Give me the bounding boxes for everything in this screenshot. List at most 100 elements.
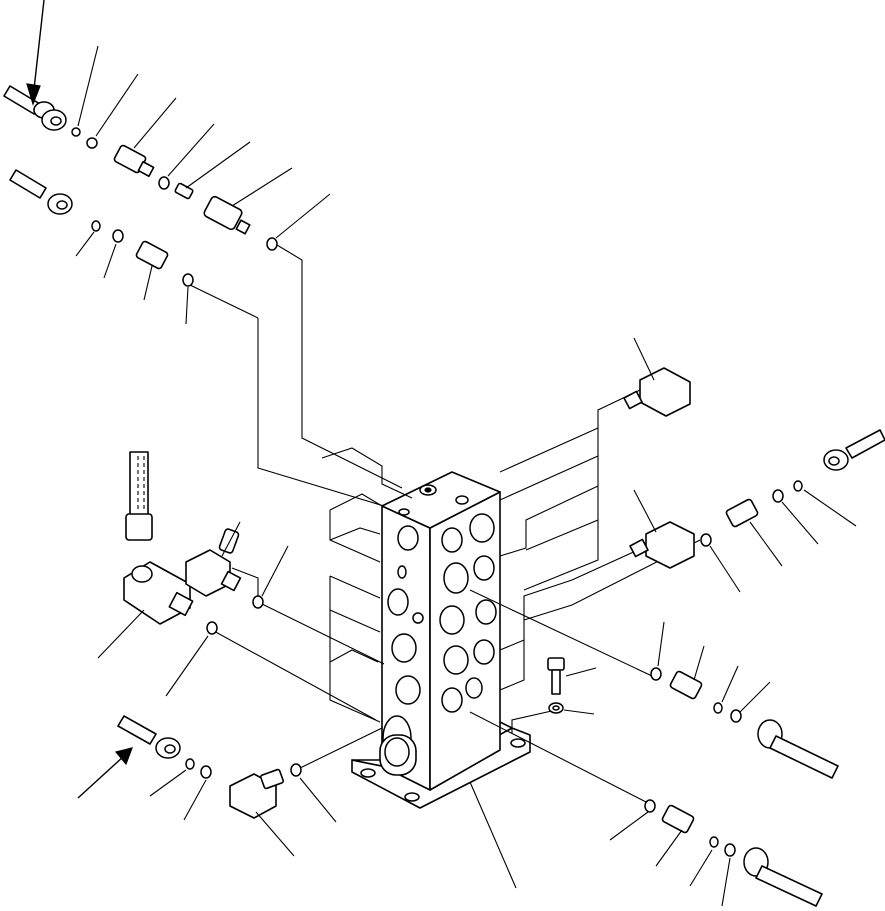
leader-line [499, 427, 599, 473]
tube-nut [125, 513, 153, 541]
leader-line [261, 545, 289, 597]
top-port [455, 495, 469, 505]
left-mid-parts [123, 451, 264, 635]
leader-line [165, 635, 209, 697]
hose [117, 715, 157, 745]
leader-line [189, 284, 259, 319]
o-ring [724, 843, 736, 857]
fitting-bore [828, 456, 840, 466]
port [443, 562, 469, 594]
switch-thread [137, 160, 155, 178]
o-ring [112, 229, 124, 243]
leader-line [275, 193, 331, 239]
leader-line [231, 167, 293, 207]
leader-line [167, 123, 215, 177]
leader-line [709, 545, 741, 593]
o-ring [206, 621, 218, 635]
o-ring [700, 533, 712, 547]
right-face-ports [439, 513, 497, 713]
mount-hole [360, 768, 376, 778]
leader-line [523, 389, 641, 591]
leader-line [803, 489, 857, 527]
leader-line [693, 645, 705, 681]
arrow-shaft [32, 0, 45, 99]
washer-hole [552, 705, 560, 711]
valve-block [351, 471, 531, 809]
leaders-top-left [75, 45, 331, 325]
block-top-face [381, 471, 501, 529]
leader-line [149, 769, 187, 797]
pressure-switch [725, 498, 759, 528]
leader-line [469, 589, 653, 677]
leader-line [749, 521, 783, 567]
port [439, 605, 465, 635]
hose [769, 735, 839, 779]
o-ring [730, 709, 742, 723]
cartridge-thread [235, 219, 251, 235]
leader-line [295, 727, 383, 771]
leader-line [271, 241, 403, 489]
leader-line [499, 539, 661, 651]
leader-line [211, 629, 377, 721]
leader-line [633, 337, 655, 381]
pressure-switch [669, 670, 703, 700]
bolt-shank [551, 669, 561, 695]
leader-line [657, 621, 665, 667]
o-ring [158, 176, 170, 190]
tube [129, 451, 149, 517]
leader-line [329, 575, 381, 599]
bolt-head [547, 657, 565, 671]
reference-lines [189, 241, 701, 805]
o-ring [772, 489, 784, 503]
sensor-thread [623, 390, 643, 410]
port [441, 527, 463, 553]
leader-line [563, 709, 595, 715]
port [443, 645, 469, 675]
port [397, 525, 419, 551]
leader-line [133, 97, 177, 149]
port [475, 599, 497, 625]
mount-hole [510, 738, 526, 748]
port [412, 612, 424, 624]
plug [174, 182, 194, 200]
port [473, 555, 495, 581]
hose [755, 865, 823, 907]
o-ring [650, 667, 662, 681]
leader-line [689, 849, 713, 887]
o-ring [290, 763, 302, 777]
fitting-bore [164, 744, 176, 754]
leaders-bottom-left [149, 769, 517, 889]
end-cap [379, 734, 417, 776]
o-ring [71, 127, 81, 137]
leader-line [739, 681, 771, 713]
leader-line [329, 576, 381, 723]
arrow-shaft [77, 755, 125, 799]
leader-line [469, 711, 651, 805]
port [391, 633, 417, 663]
o-ring [713, 702, 723, 714]
leader-line [329, 609, 381, 633]
temperature-sensor [185, 549, 231, 597]
leaders-left-mid [97, 521, 289, 697]
hose [9, 169, 47, 199]
hose [845, 429, 885, 459]
leader-line [97, 609, 145, 659]
fitting-bore [56, 200, 68, 210]
top-left-parts [3, 0, 278, 287]
o-ring [644, 799, 656, 813]
leader-line [185, 141, 251, 189]
sensor-connector [218, 528, 240, 554]
top-port-center [424, 487, 432, 493]
right-parts [547, 337, 885, 907]
leader-line [255, 811, 295, 857]
sensor-connector [259, 768, 285, 790]
o-ring [266, 237, 278, 251]
bottom-left-parts [77, 715, 302, 819]
leader-line [231, 567, 259, 602]
leader-line [329, 493, 383, 511]
leader-line [77, 45, 99, 127]
pressure-sensor [645, 521, 695, 569]
o-ring [200, 765, 212, 779]
